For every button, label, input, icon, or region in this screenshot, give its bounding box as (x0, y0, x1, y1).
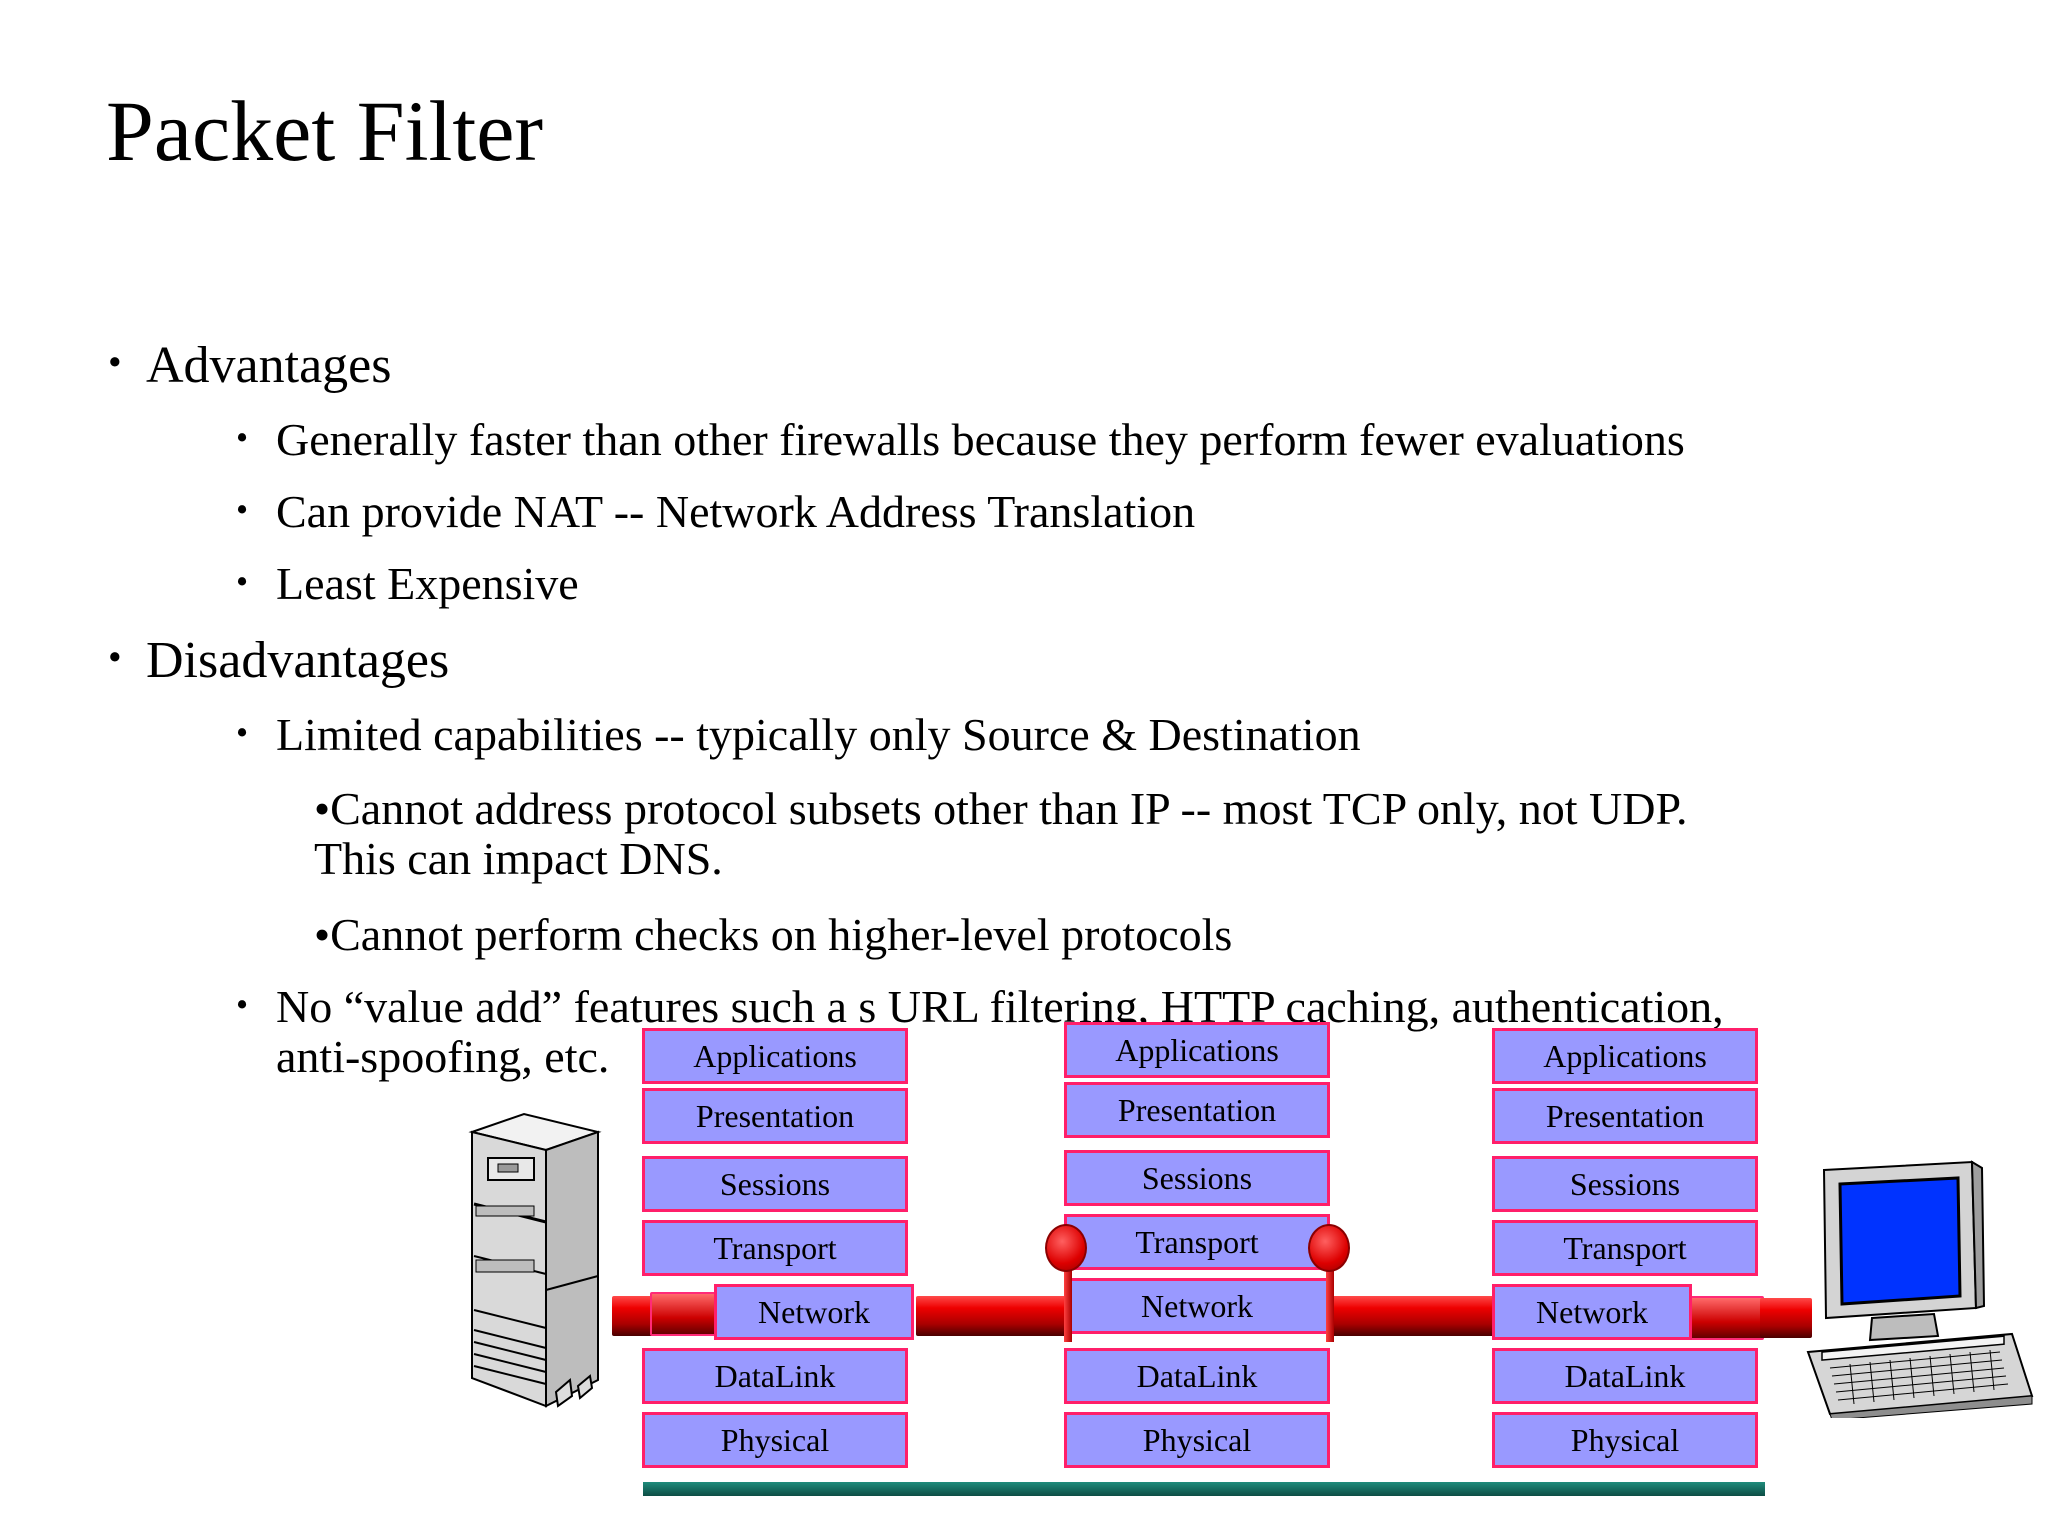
advantage-item: • Least Expensive (236, 559, 579, 609)
slide-title: Packet Filter (106, 83, 544, 179)
bullet-disadvantages: • Disadvantages (108, 632, 450, 689)
advantage-text: Generally faster than other firewalls be… (276, 414, 1685, 465)
osi-layer-sessions: Sessions (1064, 1150, 1330, 1206)
disadvantage-text-line: anti-spoofing, etc. (276, 1030, 610, 1082)
server-icon (468, 1112, 602, 1408)
filter-stem (1064, 1250, 1072, 1342)
bullet-advantages: • Advantages (108, 337, 392, 394)
osi-layer-transport: Transport (1064, 1214, 1330, 1270)
osi-layer-sessions: Sessions (642, 1156, 908, 1212)
advantage-item: • Can provide NAT -- Network Address Tran… (236, 487, 1195, 537)
bullet-marker: • (236, 562, 249, 601)
disadvantage-item: • Limited capabilities -- typically only … (236, 710, 1361, 760)
osi-layer-presentation: Presentation (1492, 1088, 1758, 1144)
bullet-marker: • (236, 713, 249, 752)
physical-link-line (643, 1482, 1765, 1496)
subitem-text-line: •Cannot address protocol subsets other t… (314, 783, 1688, 834)
osi-layer-datalink: DataLink (642, 1348, 908, 1404)
disadvantage-subitem: •Cannot perform checks on higher-level p… (314, 910, 1232, 960)
bullet-marker: • (236, 985, 249, 1024)
bullet-label: Disadvantages (146, 632, 450, 689)
bullet-marker: • (108, 340, 122, 384)
osi-layer-applications: Applications (1064, 1022, 1330, 1078)
disadvantage-text: No “value add” features such a s URL fil… (276, 981, 1724, 1032)
osi-layer-datalink: DataLink (1492, 1348, 1758, 1404)
packet-filter-valve-icon (1308, 1224, 1350, 1272)
osi-layer-applications: Applications (642, 1028, 908, 1084)
bullet-label: Advantages (146, 337, 392, 394)
osi-layer-presentation: Presentation (642, 1088, 908, 1144)
filter-stem (1326, 1250, 1334, 1342)
disadvantage-subitem: •Cannot address protocol subsets other t… (314, 784, 1687, 883)
osi-layer-datalink: DataLink (1064, 1348, 1330, 1404)
osi-layer-network: Network (1492, 1284, 1692, 1340)
network-pipe-left-mid (916, 1296, 1072, 1336)
advantage-item: • Generally faster than other firewalls b… (236, 415, 1685, 465)
bullet-marker: • (236, 418, 249, 457)
bullet-marker: • (108, 635, 122, 679)
osi-layer-presentation: Presentation (1064, 1082, 1330, 1138)
network-pipe-right-edge (1690, 1296, 1764, 1340)
osi-layer-sessions: Sessions (1492, 1156, 1758, 1212)
network-pipe-right (1760, 1298, 1812, 1338)
advantage-text: Can provide NAT -- Network Address Trans… (276, 486, 1196, 537)
packet-filter-valve-icon (1045, 1224, 1087, 1272)
osi-layer-applications: Applications (1492, 1028, 1758, 1084)
advantage-text: Least Expensive (276, 558, 579, 609)
osi-layer-physical: Physical (1492, 1412, 1758, 1468)
network-pipe-mid-right (1332, 1296, 1502, 1336)
subitem-text-line: This can impact DNS. (314, 832, 723, 884)
desktop-computer-icon (1806, 1160, 2034, 1418)
osi-layer-transport: Transport (1492, 1220, 1758, 1276)
osi-layer-physical: Physical (642, 1412, 908, 1468)
disadvantage-item: • No “value add” features such a s URL fi… (236, 982, 1724, 1081)
network-pipe-left-edge (650, 1292, 724, 1336)
osi-layer-transport: Transport (642, 1220, 908, 1276)
osi-layer-network: Network (1064, 1278, 1330, 1334)
osi-layer-network: Network (714, 1284, 914, 1340)
subitem-text-line: •Cannot perform checks on higher-level p… (314, 909, 1233, 960)
bullet-marker: • (236, 490, 249, 529)
osi-layer-physical: Physical (1064, 1412, 1330, 1468)
disadvantage-text: Limited capabilities -- typically only S… (276, 709, 1361, 760)
